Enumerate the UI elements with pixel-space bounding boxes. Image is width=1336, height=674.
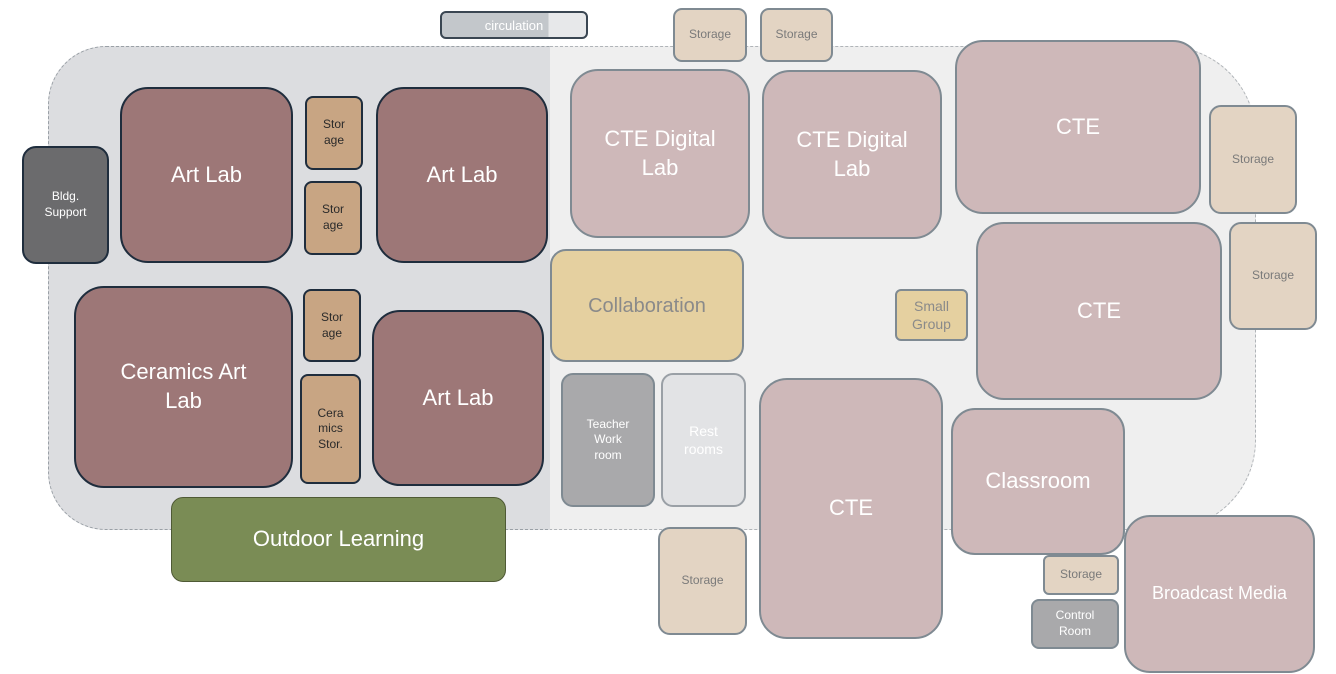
cte-room-middle-right: CTE: [976, 222, 1222, 400]
storage-room-art-2: Stor age: [304, 181, 362, 255]
ceramics-art-lab-room: Ceramics Art Lab: [74, 286, 293, 488]
small-group-room: Small Group: [895, 289, 968, 341]
cte-digital-lab-room-1: CTE Digital Lab: [570, 69, 750, 238]
art-lab-room-2: Art Lab: [376, 87, 548, 263]
storage-room-bottom-left: Storage: [658, 527, 747, 635]
storage-room-top-1: Storage: [673, 8, 747, 62]
control-room: Control Room: [1031, 599, 1119, 649]
storage-room-art-3: Stor age: [303, 289, 361, 362]
classroom-room: Classroom: [951, 408, 1125, 555]
outdoor-learning-area: Outdoor Learning: [171, 497, 506, 582]
storage-room-right-2: Storage: [1229, 222, 1317, 330]
art-lab-room-3: Art Lab: [372, 310, 544, 486]
collaboration-space: Collaboration: [550, 249, 744, 362]
storage-room-right-1: Storage: [1209, 105, 1297, 214]
ceramics-storage-room: Cera mics Stor.: [300, 374, 361, 484]
circulation-label: circulation: [440, 11, 588, 39]
cte-digital-lab-room-2: CTE Digital Lab: [762, 70, 942, 239]
art-lab-room-1: Art Lab: [120, 87, 293, 263]
bldg-support-room: Bldg. Support: [22, 146, 109, 264]
storage-room-art-1: Stor age: [305, 96, 363, 170]
storage-room-bottom-right: Storage: [1043, 555, 1119, 595]
cte-room-bottom: CTE: [759, 378, 943, 639]
teacher-work-room: Teacher Work room: [561, 373, 655, 507]
cte-room-top-right: CTE: [955, 40, 1201, 214]
storage-room-top-2: Storage: [760, 8, 833, 62]
restrooms: Rest rooms: [661, 373, 746, 507]
broadcast-media-room: Broadcast Media: [1124, 515, 1315, 673]
